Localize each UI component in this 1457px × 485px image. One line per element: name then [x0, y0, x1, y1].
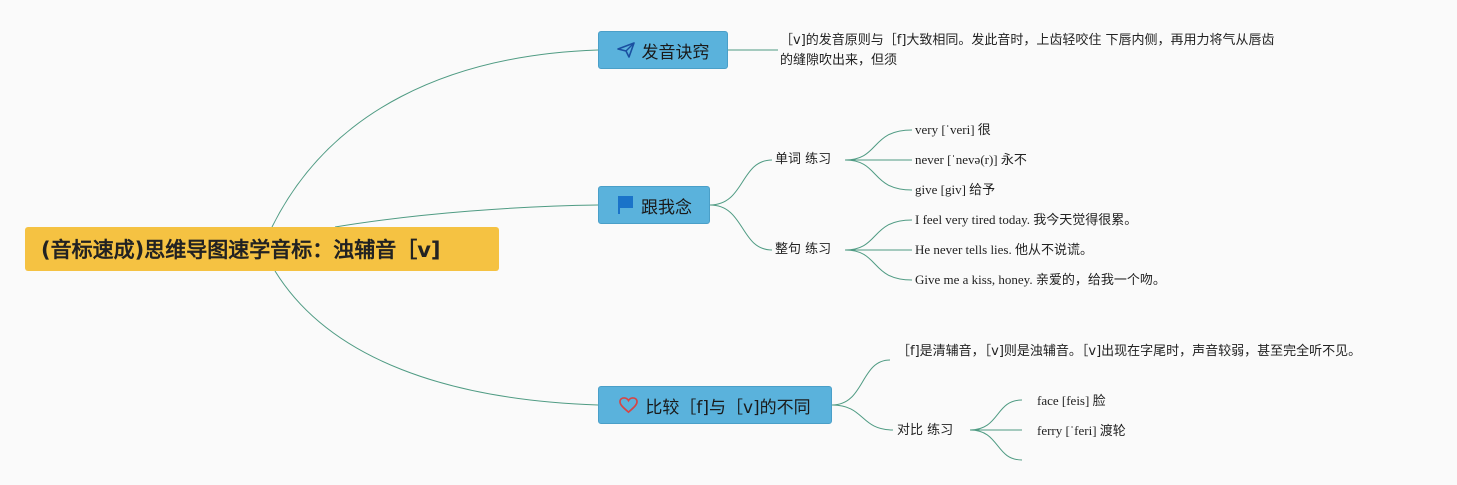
link-words-1	[844, 129, 913, 161]
link-read-sentences	[709, 204, 773, 251]
link-contrast-3	[969, 429, 1023, 461]
pronunciation-note: ［v]的发音原则与［f]大致相同。发此音时，上齿轻咬住 下唇内侧，再用力将气从唇…	[780, 33, 1275, 68]
word-item[interactable]: give [giv] 给予	[915, 182, 996, 197]
contrast-item[interactable]: face [feis] 脸	[1037, 393, 1106, 408]
subtopic-sentence-practice[interactable]: 整句 练习	[775, 242, 832, 257]
paper-plane-icon	[616, 42, 635, 58]
sentence-item[interactable]: I feel very tired today. 我今天觉得很累。	[915, 212, 1138, 227]
word-item[interactable]: very [ˈveri] 很	[915, 122, 991, 137]
link-compare-contrast	[831, 404, 894, 431]
link-root-compare	[274, 270, 599, 406]
contrast-item[interactable]: ferry [ˈferi] 渡轮	[1037, 423, 1126, 438]
flag-icon	[616, 195, 634, 215]
subtopic-contrast-practice[interactable]: 对比 练习	[897, 423, 954, 438]
word-item[interactable]: never [ˈnevə(r)] 永不	[915, 152, 1027, 167]
heart-icon	[619, 396, 639, 414]
compare-note: ［f]是清辅音，［v]则是浊辅音。［v]出现在字尾时，声音较弱，甚至完全听不见。	[897, 344, 1362, 359]
topic-pronunciation[interactable]: 发音诀窍	[598, 31, 728, 69]
link-sent-1	[844, 219, 913, 251]
topic-compare-label: 比较［f]与［v]的不同	[645, 397, 811, 418]
root-title: (音标速成)思维导图速学音标：浊辅音［v]	[41, 238, 441, 262]
topic-pronunciation-label: 发音诀窍	[641, 42, 710, 63]
topic-read-along-label: 跟我念	[641, 197, 692, 218]
link-read-words	[709, 159, 773, 206]
topic-read-along[interactable]: 跟我念	[598, 186, 710, 224]
link-contrast-1	[969, 399, 1023, 431]
link-sent-3	[844, 249, 913, 281]
subtopic-word-practice[interactable]: 单词 练习	[775, 152, 832, 167]
sentence-item[interactable]: He never tells lies. 他从不说谎。	[915, 242, 1093, 257]
link-words-3	[844, 159, 913, 191]
root-topic[interactable]: (音标速成)思维导图速学音标：浊辅音［v]	[25, 227, 499, 271]
link-root-pronunciation	[271, 49, 599, 228]
link-root-read-along	[334, 204, 599, 228]
link-compare-note	[831, 359, 891, 406]
topic-compare[interactable]: 比较［f]与［v]的不同	[598, 386, 832, 424]
sentence-item[interactable]: Give me a kiss, honey. 亲爱的，给我一个吻。	[915, 272, 1166, 287]
